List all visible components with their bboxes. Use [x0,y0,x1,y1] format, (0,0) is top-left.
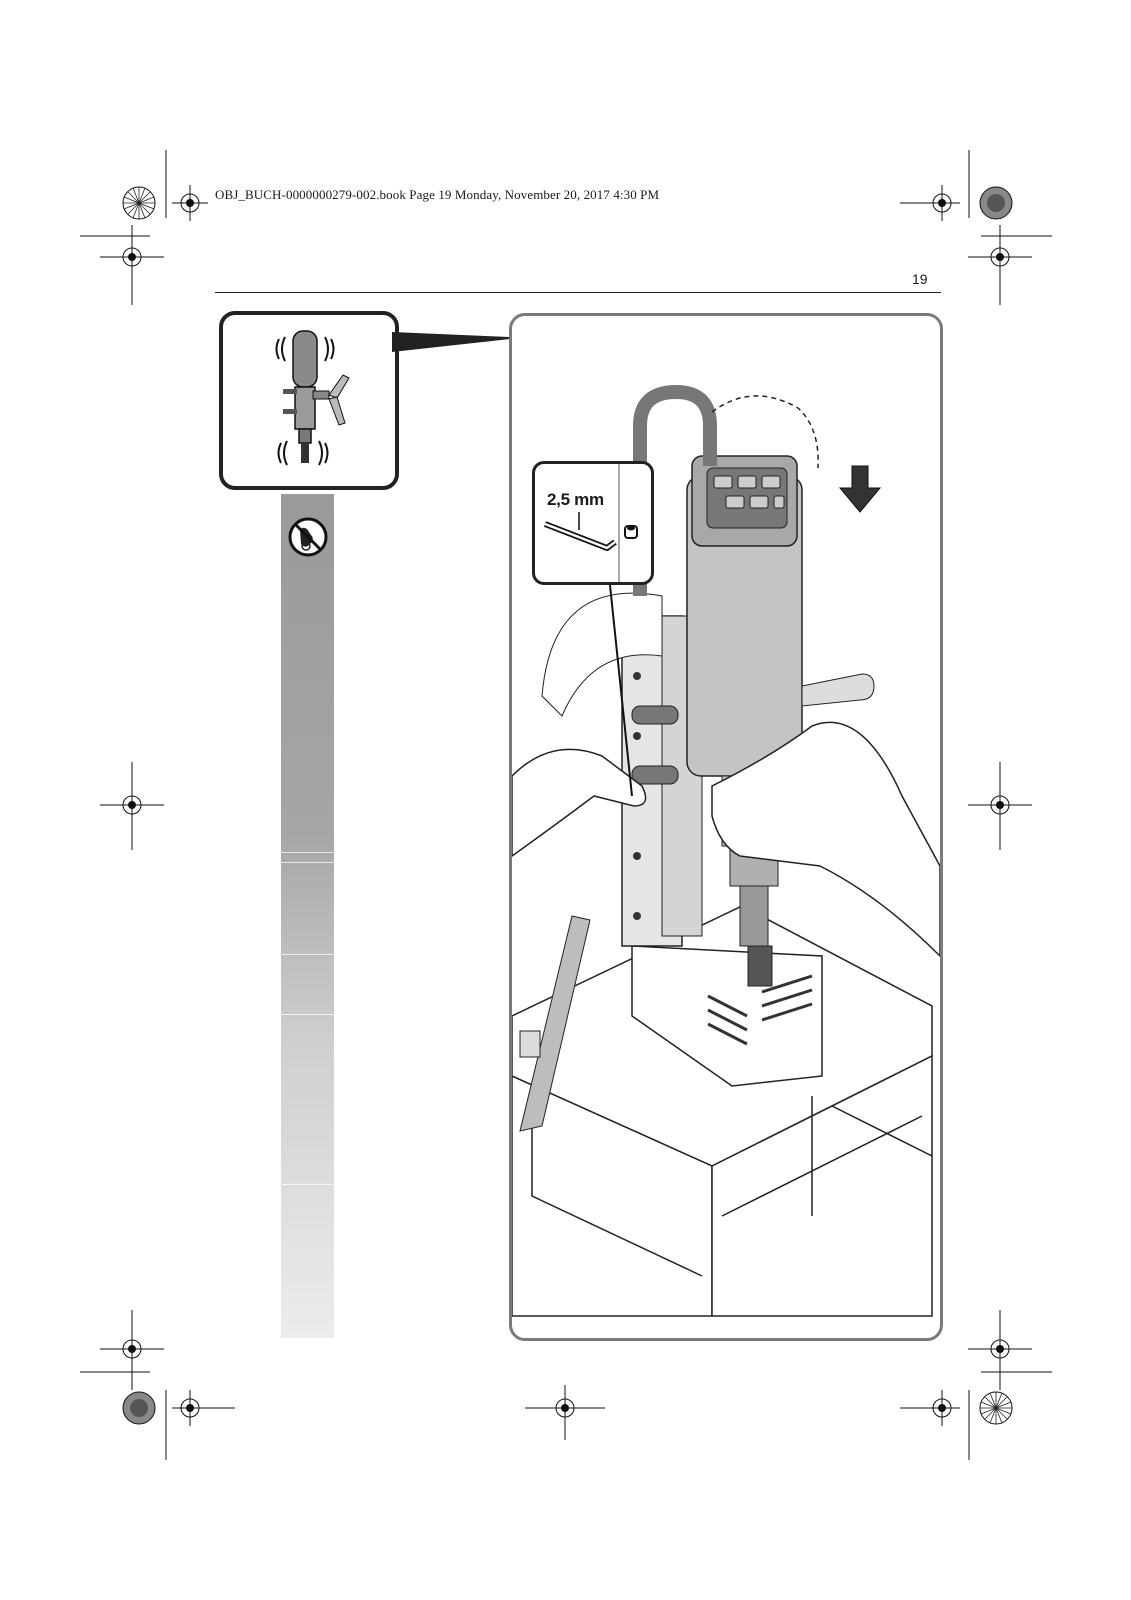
header-rule [215,292,941,293]
vibration-detail-callout [219,311,399,490]
main-illustration-panel [509,313,943,1341]
down-arrow-icon [838,465,882,513]
hex-key-icon [543,464,638,582]
wrench-size-label: 2,5 mm [547,490,604,509]
vibrating-drill-illustration [275,330,350,466]
hex-key-detail-callout: 2,5 mm [532,461,654,585]
book-info-header: OBJ_BUCH-0000000279-002.book Page 19 Mon… [215,187,660,202]
sidebar-strip [281,494,334,1338]
no-touch-prohibition-icon [288,517,328,557]
drill-stand-illustration [512,384,940,1317]
callout-connector [392,332,510,352]
page-number: 19 [912,271,928,287]
